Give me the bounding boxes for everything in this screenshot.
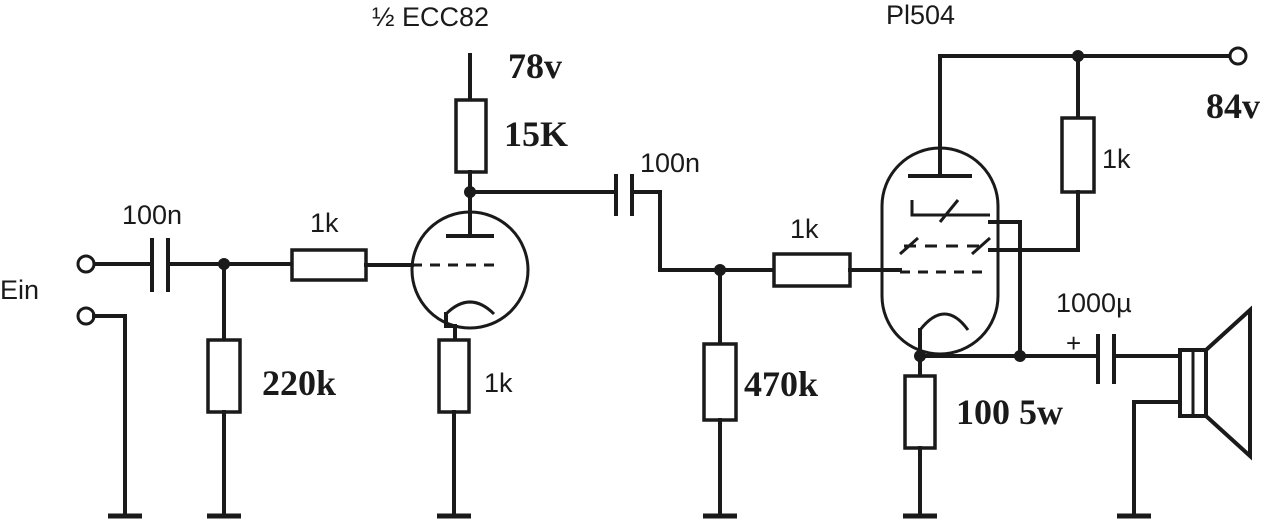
speaker-icon xyxy=(1117,305,1252,519)
anode-voltage-label: 78v xyxy=(508,46,562,86)
grid-leak-resistor-470k xyxy=(702,268,738,519)
coupling-capacitor-label: 100n xyxy=(640,148,700,178)
junction-dot xyxy=(914,350,926,362)
grid-stopper-2-label: 1k xyxy=(790,214,819,244)
supply-terminal[interactable] xyxy=(1228,46,1248,66)
grid-leak-1-label: 220k xyxy=(262,363,336,403)
grid-stopper-1-label: 1k xyxy=(310,208,339,238)
input-terminal-signal[interactable] xyxy=(76,254,96,274)
tube-1-label: ½ ECC82 xyxy=(372,2,489,32)
junction-dot xyxy=(1014,350,1026,362)
output-capacitor-label: 1000µ xyxy=(1056,288,1132,318)
output-capacitor-polarity: + xyxy=(1066,328,1081,358)
input-terminal-ground[interactable] xyxy=(76,306,96,326)
output-capacitor xyxy=(1096,334,1182,384)
grid-leak-resistor-220k xyxy=(206,262,242,519)
input-capacitor-label: 100n xyxy=(122,200,182,230)
pentode-pl504 xyxy=(880,54,1000,356)
supply-voltage-label: 84v xyxy=(1206,86,1260,126)
input-terminals xyxy=(76,254,154,519)
cathode-resistor-1 xyxy=(437,312,471,519)
screen-resistor xyxy=(988,54,1096,252)
input-label: Ein xyxy=(0,275,39,305)
grid-stopper-resistor-1 xyxy=(290,248,414,282)
anode-resistor-label: 15K xyxy=(504,114,568,154)
coupling-capacitor xyxy=(468,174,722,272)
supply-rail xyxy=(938,46,1248,66)
cathode-resistor-1-label: 1k xyxy=(484,368,513,398)
grid-stopper-resistor-2 xyxy=(718,252,902,288)
tube-2-label: Pl504 xyxy=(886,0,955,30)
anode-resistor-15k xyxy=(454,53,488,194)
grid-leak-2-label: 470k xyxy=(744,364,818,404)
triode-ecc82 xyxy=(410,190,530,330)
suppressor-lead xyxy=(988,220,1022,358)
cathode-resistor-2-label: 100 5w xyxy=(956,392,1063,432)
screen-resistor-label: 1k xyxy=(1102,144,1131,174)
